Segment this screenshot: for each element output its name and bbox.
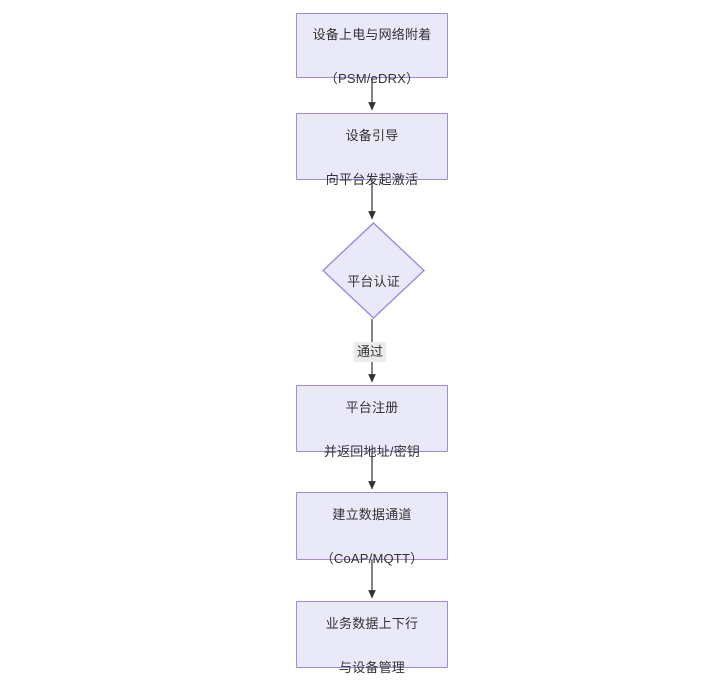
node-label-line2: 并返回地址/密钥 — [323, 443, 421, 459]
node-label: 设备引导 向平台发起激活 — [326, 103, 418, 191]
node-label-line2: 向平台发起激活 — [325, 171, 419, 187]
node-label: 平台认证 — [347, 249, 400, 293]
node-label-line2: （CoAP/MQTT） — [320, 551, 424, 566]
node-business-data-and-device-management[interactable]: 业务数据上下行 与设备管理 — [296, 601, 448, 675]
node-label: 建立数据通道 （CoAP/MQTT） — [321, 482, 424, 570]
diamond-shape — [322, 222, 425, 319]
edge-label-text: 通过 — [357, 344, 384, 359]
node-establish-data-channel[interactable]: 建立数据通道 （CoAP/MQTT） — [296, 492, 448, 566]
node-platform-registration[interactable]: 平台注册 并返回地址/密钥 — [296, 385, 448, 459]
node-device-bootstrap[interactable]: 设备引导 向平台发起激活 — [296, 113, 448, 187]
node-label-line1: 业务数据上下行 — [325, 615, 419, 631]
node-platform-authentication[interactable]: 平台认证 — [322, 222, 425, 319]
node-label-line2: （PSM/eDRX） — [324, 70, 420, 86]
node-label-line1: 平台认证 — [347, 273, 400, 289]
node-label-line1: 设备上电与网络附着 — [312, 26, 432, 42]
edge-label-pass: 通过 — [354, 342, 387, 362]
node-label-line1: 建立数据通道 — [332, 507, 412, 522]
node-label: 平台注册 并返回地址/密钥 — [324, 375, 420, 463]
node-label-line1: 设备引导 — [345, 127, 399, 143]
node-device-power-on[interactable]: 设备上电与网络附着 （PSM/eDRX） — [296, 13, 448, 86]
node-label: 设备上电与网络附着 （PSM/eDRX） — [313, 2, 432, 90]
node-label-line2: 与设备管理 — [338, 659, 405, 675]
node-label-line1: 平台注册 — [345, 399, 399, 415]
node-label: 业务数据上下行 与设备管理 — [326, 591, 418, 679]
